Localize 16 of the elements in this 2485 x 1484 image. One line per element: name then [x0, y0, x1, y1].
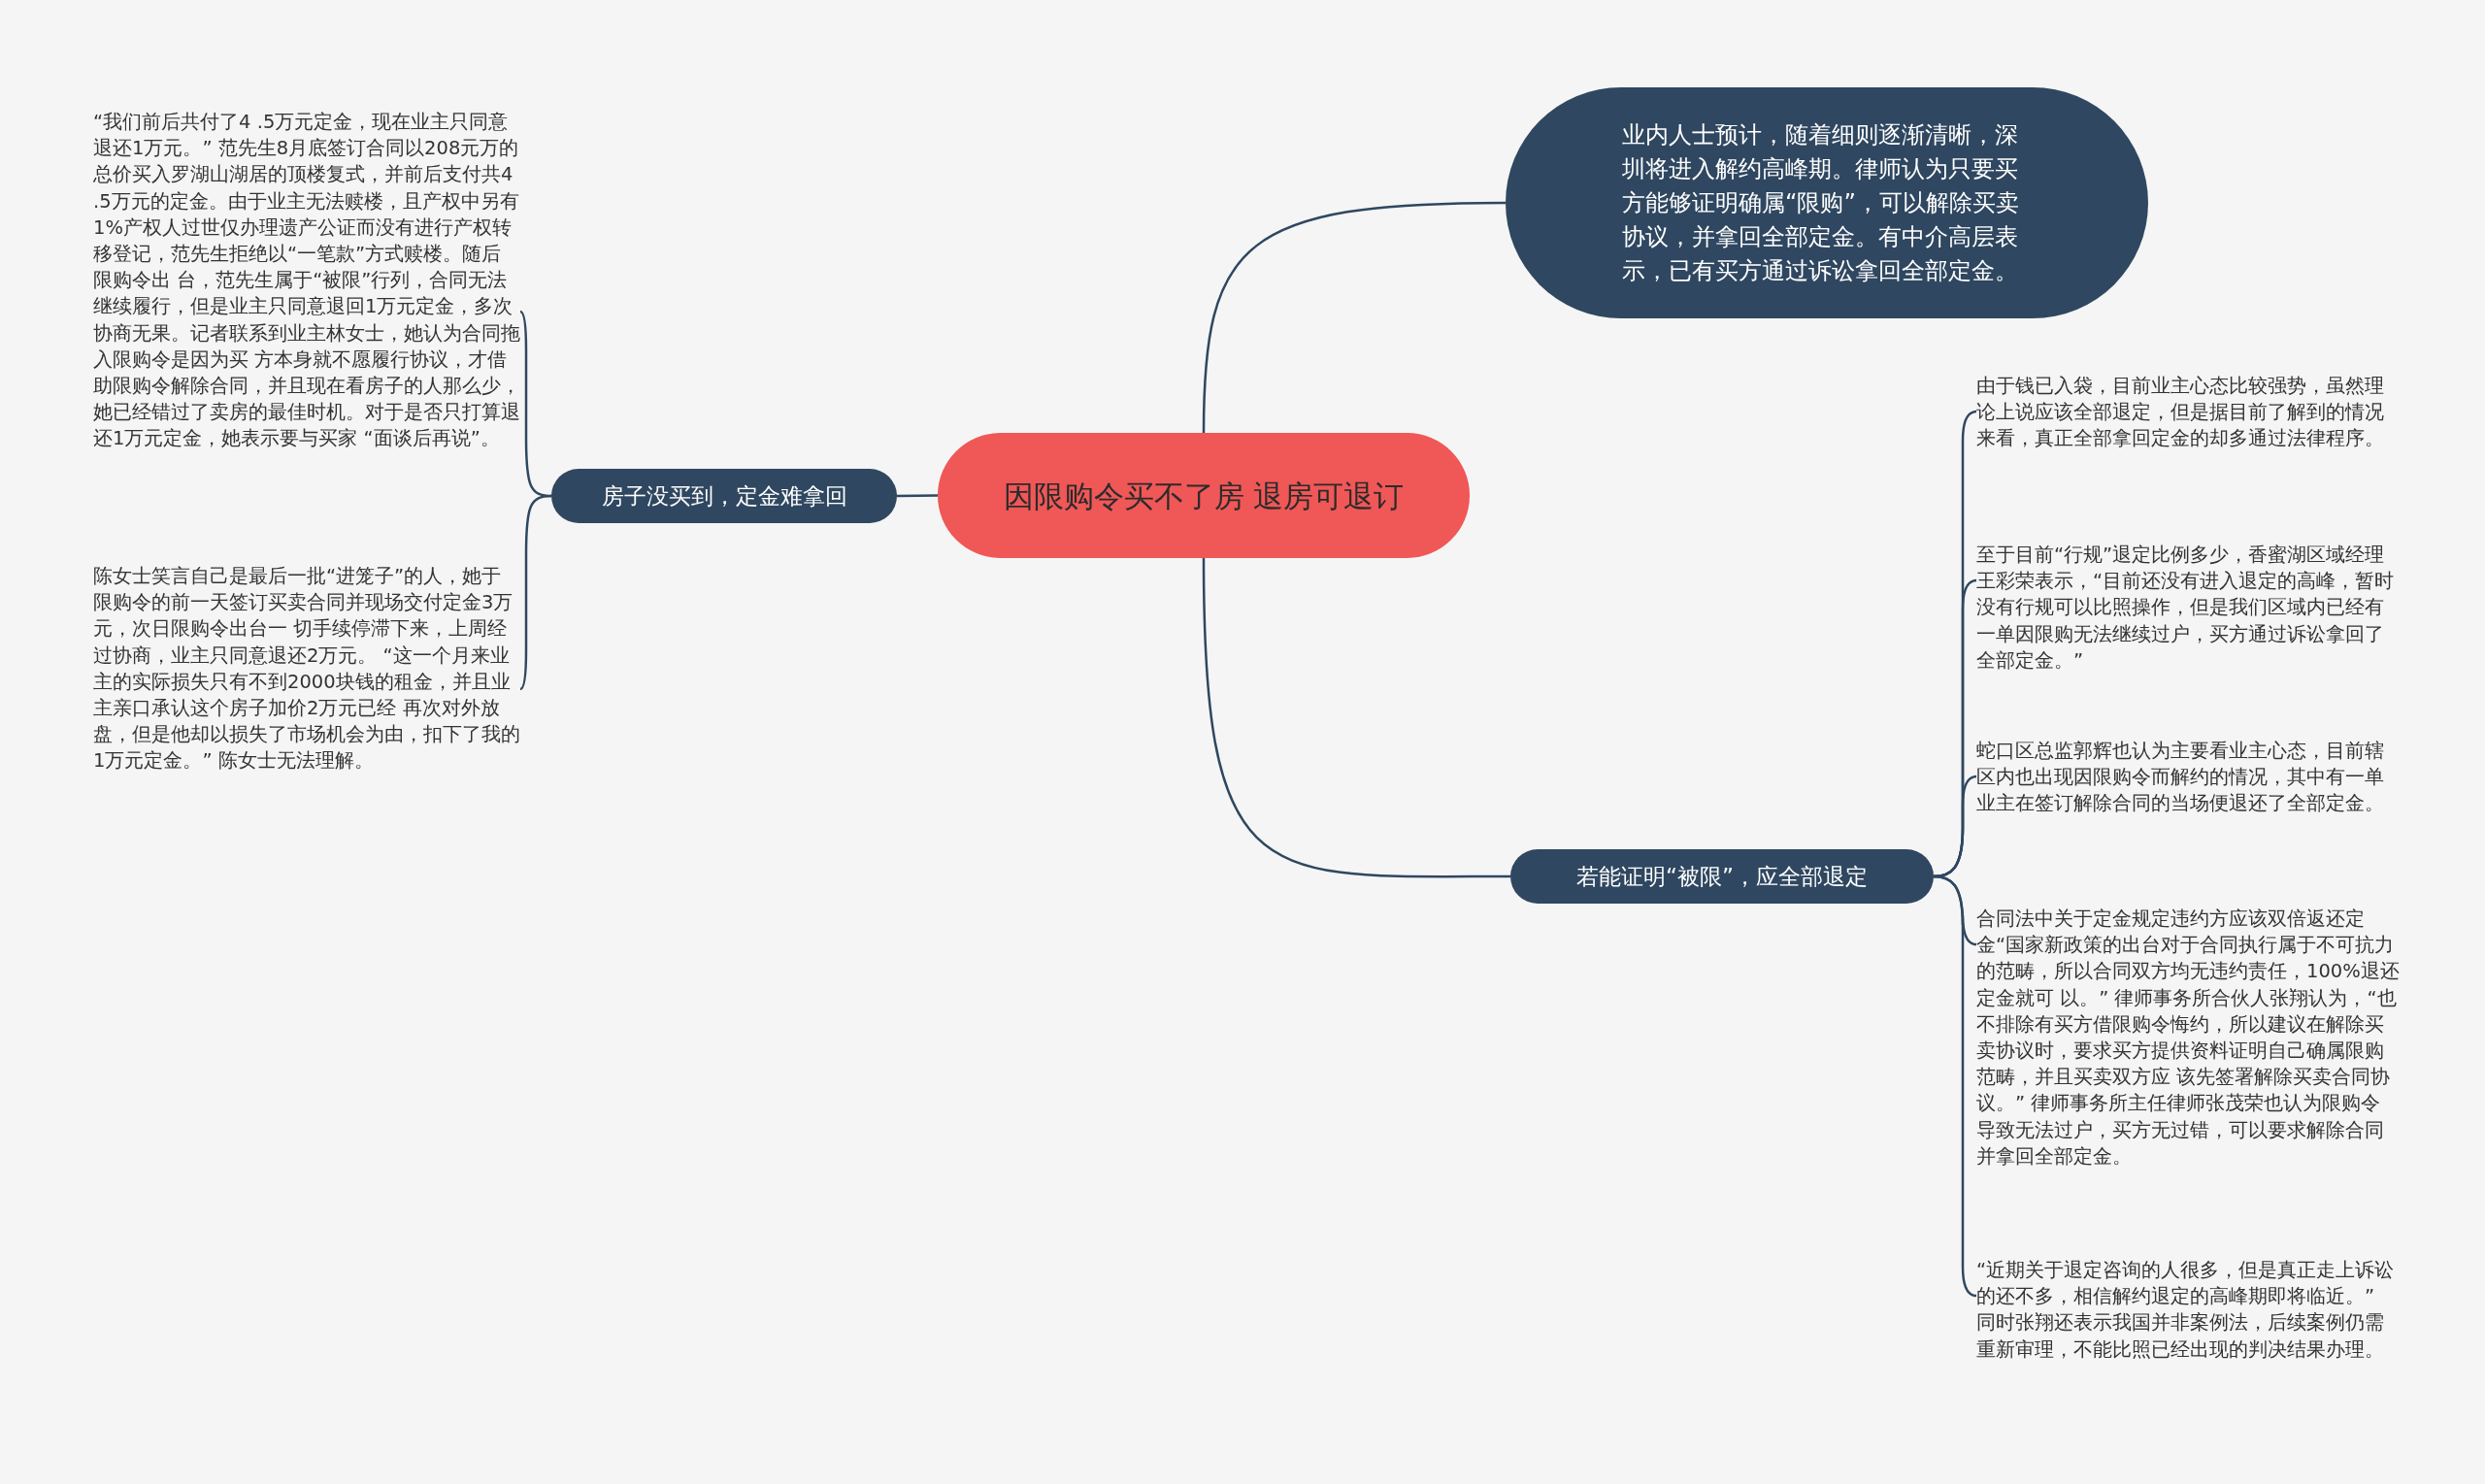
connector-line	[1202, 201, 1506, 434]
note-text: 合同法中关于定金规定违约方应该双倍返还定金“国家新政策的出台对于合同执行属于不可抗力的范畴，所以合同双方均无违约责任，100%退还定金就可 以。” 律师事务所合伙人张翔认为，“也不排除有买方借限购令悔约，所以建议在解除买卖协议时，要求买方提供资料证明自己确属限购范畴，并且买卖双方应 该先签署解除买卖合同协议。” 律师事务所主任律师张茂荣也认为限购令导致无法过户，买方无过错，可以要求解除合同并拿回全部定金。	[1976, 906, 2400, 1202]
topic-box: 房子没买到，定金难拿回	[551, 469, 897, 523]
note-text: “我们前后共付了4 .5万元定金，现在业主只同意退还1万元。” 范先生8月底签订合同以208元万的总价买入罗湖山湖居的顶楼复式，并前后支付共4 .5万元的定金。由于业主无法赎楼，且产权中另有1%产权人过世仅办理遗产公证而没有进行产权转移登记，范先生拒绝以“一笔款”方式赎楼。随后限购令出 台，范先生属于“被限”行列，合同无法继续履行，但是业主只同意退回1万元定金，多次协商无果。记者联系到业主林女士，她认为合同拖入限购令是因为买 方本身就不愿履行协议，才借助限购令解除合同，并且现在看房子的人那么少，她已经错过了卖房的最佳时机。对于是否只打算退还1万元定金，她表示要与买家 “面谈后再说”。	[93, 109, 520, 514]
note-text: “近期关于退定咨询的人很多，但是真正走上诉讼的还不多，相信解约退定的高峰期即将临近。” 同时张翔还表示我国并非案例法，后续案例仍需重新审理，不能比照已经出现的判决结果办理。	[1976, 1257, 2400, 1393]
connector-line	[1933, 874, 1977, 1298]
note-text: 蛇口区总监郭辉也认为主要看业主心态，目前辖区内也出现因限购令而解约的情况，其中有一单业主在签订解除合同的当场便退还了全部定金。	[1976, 738, 2400, 846]
connector-line	[1202, 557, 1510, 878]
note-text: 由于钱已入袋，目前业主心态比较强势，虽然理论上说应该全部退定，但是据目前了解到的情况来看，真正全部拿回定金的却多通过法律程序。	[1976, 373, 2400, 481]
topic-box: 业内人士预计，随着细则逐渐清晰，深圳将进入解约高峰期。律师认为只要买方能够证明确属“限购”，可以解除买卖协议，并拿回全部定金。有中介高层表示，已有买方通过诉讼拿回全部定金。	[1506, 87, 2148, 318]
connector-line	[897, 494, 938, 498]
topic-box: 若能证明“被限”，应全部退定	[1510, 849, 1934, 904]
note-text: 陈女士笑言自己是最后一批“进笼子”的人，她于限购令的前一天签订买卖合同并现场交付定金3万元，次日限购令出台一 切手续停滞下来，上周经过协商，业主只同意退还2万元。 “这一个月来业主的实际损失只有不到2000块钱的租金，并且业主亲口承认这个房子加价2万元已经 再次对外放盘，但是他却以损失了市场机会为由，扣下了我的1万元定金。” 陈女士无法理解。	[93, 563, 520, 815]
connector-line	[519, 494, 552, 690]
note-text: 至于目前“行规”退定比例多少，香蜜湖区域经理王彩荣表示，“目前还没有进入退定的高峰，暂时没有行规可以比照操作，但是我们区域内已经有一单因限购无法继续过户，买方通过诉讼拿回了全部定金。”	[1976, 542, 2400, 677]
central-topic-box: 因限购令买不了房 退房可退订	[938, 433, 1470, 558]
